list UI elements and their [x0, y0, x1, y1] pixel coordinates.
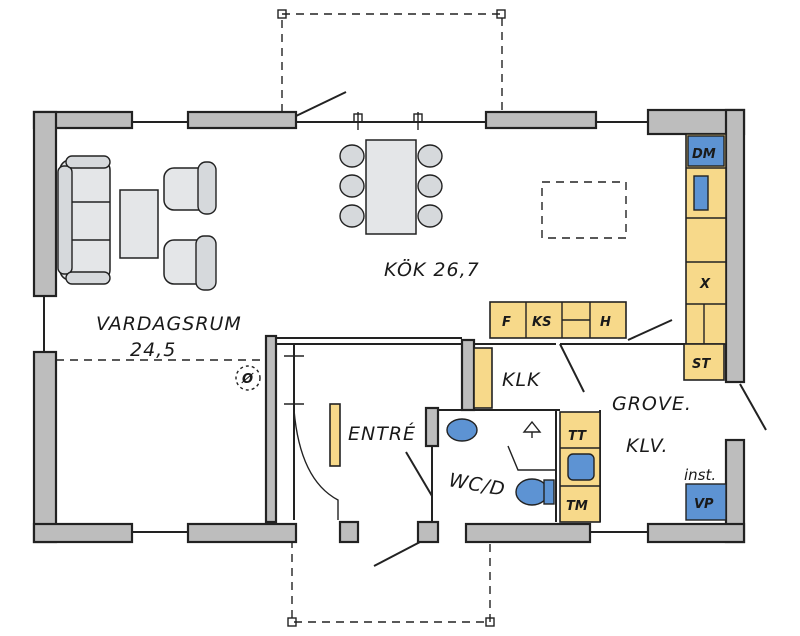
kitchen-counter — [489, 301, 627, 339]
storage-cabinet — [683, 343, 725, 381]
dining-table — [339, 139, 443, 235]
label-vp: VP — [694, 497, 714, 512]
room-closet: KLK — [502, 369, 541, 391]
doors — [295, 91, 767, 567]
shower-head-icon — [522, 420, 542, 438]
floor-drain-icon — [235, 365, 261, 391]
entry-wardrobe — [284, 344, 341, 520]
room-kitchen: KÖK 26,7 — [384, 258, 480, 281]
label-x: X — [699, 277, 711, 292]
label-tm: TM — [566, 499, 588, 514]
armchair-bottom — [163, 235, 217, 291]
armchair-top — [163, 161, 217, 215]
label-floor-drain: Ø — [241, 372, 254, 387]
label-f: F — [502, 315, 511, 330]
kitchen-island-outline — [541, 181, 627, 239]
exterior-walls — [32, 108, 746, 544]
dishwasher-icon — [687, 135, 725, 167]
washbasin-icon — [446, 418, 478, 442]
terrace-north — [277, 9, 506, 112]
terrace-south — [287, 540, 495, 627]
sofa — [57, 155, 111, 285]
label-ks: KS — [532, 315, 551, 330]
sink-icon — [693, 175, 709, 211]
room-utility-2: KLV. — [626, 435, 669, 457]
label-st: ST — [692, 357, 711, 372]
room-living-area: 24,5 — [130, 339, 176, 361]
label-dm: DM — [692, 147, 716, 162]
closet-shelf — [473, 347, 493, 409]
laundry-cabinets — [559, 411, 601, 523]
coffee-table — [119, 189, 159, 259]
label-tt: TT — [568, 429, 587, 444]
kitchen-wall-cabinets — [685, 133, 727, 345]
label-h: H — [600, 315, 611, 330]
toilet-icon — [515, 478, 555, 506]
room-living-name: VARDAGSRUM — [96, 313, 242, 335]
room-entry: ENTRÉ — [348, 422, 416, 445]
heat-pump-icon — [685, 483, 727, 521]
room-utility-1: GROVE. — [612, 393, 692, 415]
label-inst: inst. — [684, 466, 716, 484]
room-wc: WC/D — [447, 469, 507, 501]
laundry-sink-icon — [567, 453, 595, 481]
